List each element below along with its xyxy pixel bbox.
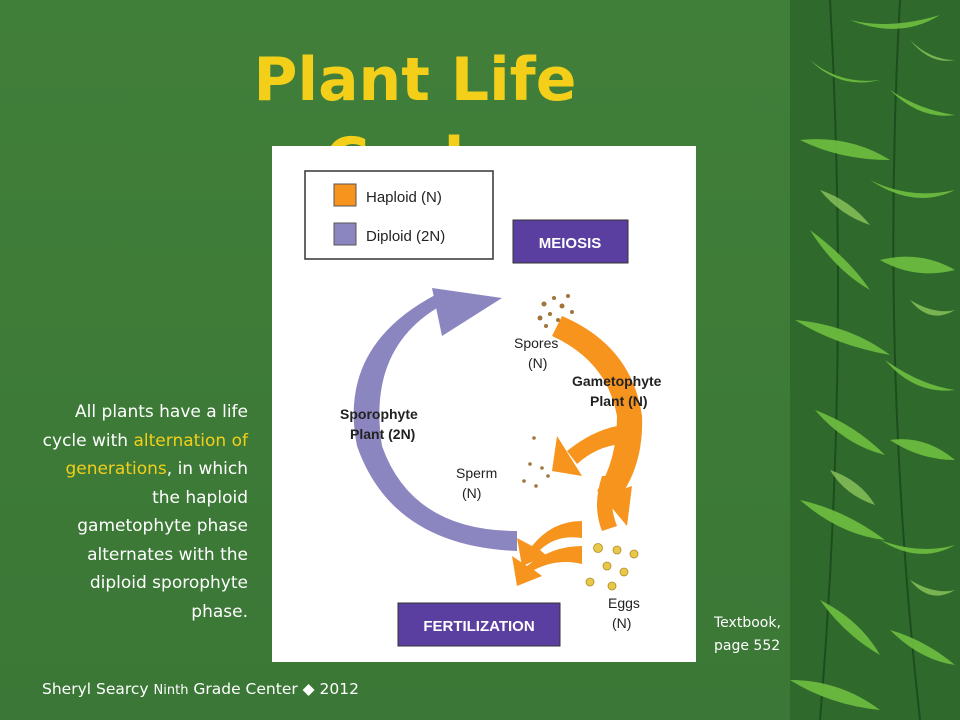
life-cycle-diagram: Haploid (N) Diploid (2N) MEIOSIS FERTILI… (272, 146, 696, 662)
sperm-dots (522, 436, 550, 488)
spores-ploidy: (N) (528, 355, 547, 371)
sperm-ploidy: (N) (462, 485, 481, 501)
legend-label-haploid: Haploid (N) (366, 189, 442, 206)
body-text-highlight: alternation of generations (65, 430, 248, 480)
footer-school: Grade Center (193, 680, 298, 698)
footer: Sheryl Searcy Ninth Grade Center ◆ 2012 (42, 680, 359, 698)
sporophyte-arrow-body (353, 294, 517, 551)
body-paragraph: All plants have a life cycle with altern… (40, 398, 248, 626)
sporophyte-arrowhead (432, 288, 502, 336)
eggs-dots (585, 543, 639, 591)
fertilization-label: FERTILIZATION (423, 618, 534, 635)
fertilization-arrow-upper (517, 521, 582, 566)
footer-year: 2012 (319, 680, 359, 698)
meiosis-box (512, 219, 629, 264)
sporophyte-label: Sporophyte (340, 406, 418, 422)
gametophyte-label: Gametophyte (572, 373, 662, 389)
eggs-label: Eggs (608, 595, 640, 611)
legend-box (304, 170, 494, 260)
footer-author: Sheryl Searcy (42, 680, 149, 698)
gametophyte-arrow-body (552, 316, 643, 501)
life-cycle-diagram-svg: Haploid (N) Diploid (2N) MEIOSIS FERTILI… (304, 170, 662, 647)
sperm-label: Sperm (456, 465, 497, 481)
gametophyte-label-line2: Plant (N) (590, 393, 648, 409)
footer-school-small: Ninth (153, 683, 189, 698)
spores-dots (537, 294, 574, 328)
textbook-reference: Textbook, page 552 (714, 612, 781, 658)
eggs-ploidy: (N) (612, 615, 631, 631)
legend-swatch-diploid (333, 222, 357, 246)
bamboo-leaves-decoration (790, 0, 960, 720)
textbook-reference-line2: page 552 (714, 638, 781, 654)
fertilization-arrow-lower (512, 546, 582, 586)
fertilization-box (397, 602, 561, 647)
footer-separator: ◆ (302, 680, 315, 698)
sporophyte-label-line2: Plant (2N) (350, 426, 415, 442)
sperm-branch-arrow (567, 426, 622, 464)
meiosis-label: MEIOSIS (539, 235, 602, 252)
sperm-branch-arrowhead (552, 436, 582, 476)
body-text-part1: All plants have a life cycle with (42, 402, 248, 451)
eggs-branch-arrow (597, 476, 617, 531)
textbook-reference-line1: Textbook, (714, 615, 781, 631)
spores-label: Spores (514, 335, 558, 351)
legend-swatch-haploid (333, 183, 357, 207)
legend-label-diploid: Diploid (2N) (366, 228, 445, 245)
body-text-part2: , in which the haploid gametophyte phase… (77, 459, 248, 622)
